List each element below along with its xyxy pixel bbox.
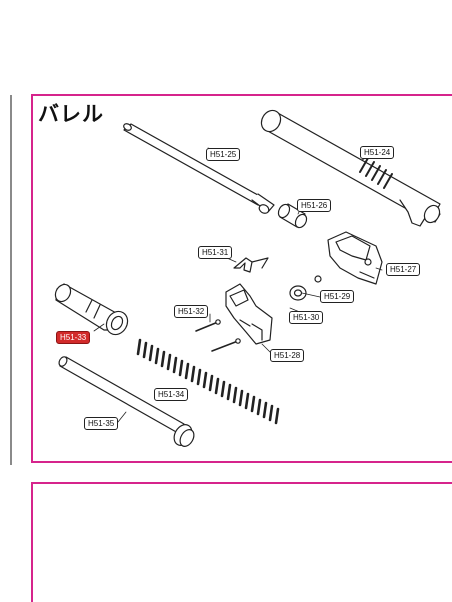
barrel-link-drawing bbox=[233, 257, 269, 273]
part-label-h51-26[interactable]: H51-26 bbox=[297, 199, 332, 212]
part-label-h51-30[interactable]: H51-30 bbox=[289, 311, 324, 324]
recoil-spring-drawing bbox=[136, 338, 280, 425]
page-divider-line bbox=[10, 95, 12, 465]
part-label-h51-31[interactable]: H51-31 bbox=[198, 246, 233, 259]
outer-barrel-drawing bbox=[260, 109, 441, 227]
part-label-h51-33-highlighted[interactable]: H51-33 bbox=[56, 331, 91, 344]
part-label-h51-27[interactable]: H51-27 bbox=[386, 263, 421, 276]
next-section-panel bbox=[31, 482, 452, 602]
part-label-h51-29[interactable]: H51-29 bbox=[320, 290, 355, 303]
part-label-h51-32[interactable]: H51-32 bbox=[174, 305, 209, 318]
guide-rod-drawing bbox=[58, 356, 195, 447]
exploded-parts-diagram bbox=[54, 109, 441, 447]
locking-block-drawing bbox=[225, 283, 273, 345]
chamber-block-drawing bbox=[314, 231, 383, 285]
screws-drawing bbox=[195, 319, 241, 352]
barrel-bushing-drawing bbox=[277, 203, 308, 229]
part-label-h51-24[interactable]: H51-24 bbox=[360, 146, 395, 159]
hop-rubber-drawing bbox=[289, 285, 307, 301]
part-label-h51-28[interactable]: H51-28 bbox=[270, 349, 305, 362]
guide-rod-head-drawing bbox=[54, 283, 129, 336]
part-label-h51-25[interactable]: H51-25 bbox=[206, 148, 241, 161]
part-label-h51-34[interactable]: H51-34 bbox=[154, 388, 189, 401]
part-label-h51-35[interactable]: H51-35 bbox=[84, 417, 119, 430]
inner-barrel-drawing bbox=[123, 123, 275, 214]
section-title: バレル bbox=[38, 102, 104, 126]
